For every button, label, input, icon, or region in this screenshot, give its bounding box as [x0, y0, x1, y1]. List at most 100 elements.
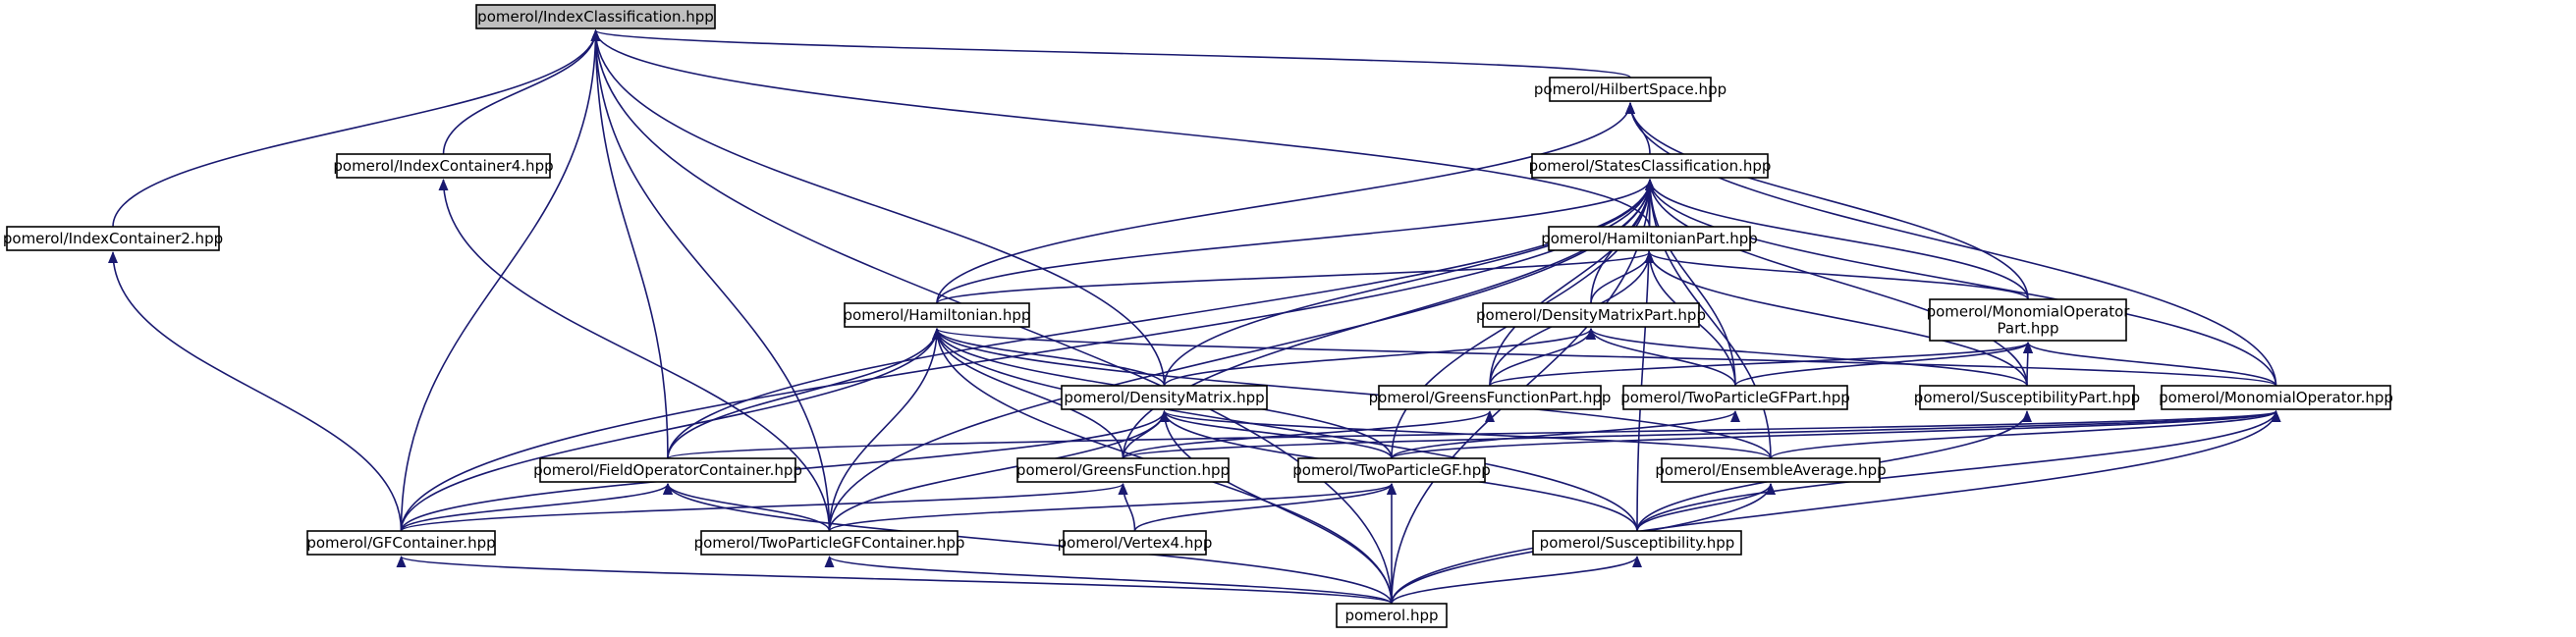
edge-GFContainer-to-IndexClassification	[400, 29, 601, 532]
node-box	[1919, 385, 2135, 410]
node-label: pomerol/IndexContainer4.hpp	[333, 157, 553, 175]
node-label: pomerol/HamiltonianPart.hpp	[1541, 230, 1758, 247]
node-box	[336, 153, 551, 179]
edge-Susceptibility-to-Hamiltonian	[932, 328, 1638, 532]
node-box	[2161, 385, 2391, 410]
edge-GFContainer-to-GreensFunction	[400, 483, 1128, 532]
node-label: pomerol/TwoParticleGFContainer.hpp	[694, 534, 965, 552]
node-DensityMatrix[interactable]: pomerol/DensityMatrix.hpp	[1061, 385, 1268, 410]
edge-DensityMatrix-to-StatesClassification	[1163, 179, 1655, 387]
edge-MonomialOperatorPart-to-StatesClassification	[1645, 179, 2029, 300]
node-MonomialOperator[interactable]: pomerol/MonomialOperator.hpp	[2159, 385, 2393, 410]
node-label: pomerol/GreensFunction.hpp	[1016, 461, 1230, 479]
node-DensityMatrixPart[interactable]: pomerol/DensityMatrixPart.hpp	[1476, 302, 1706, 328]
node-label: pomerol/GreensFunctionPart.hpp	[1369, 389, 1612, 406]
node-box	[1549, 77, 1712, 102]
node-label: pomerol/Susceptibility.hpp	[1540, 534, 1735, 552]
node-EnsembleAverage[interactable]: pomerol/EnsembleAverage.hpp	[1655, 457, 1887, 483]
edge-pomerol-to-GFContainer	[397, 556, 1393, 605]
node-IndexClassification[interactable]: pomerol/IndexClassification.hpp	[475, 4, 716, 29]
edge-TwoParticleGFContainer-to-Hamiltonian	[828, 328, 942, 532]
node-TwoParticleGFPart[interactable]: pomerol/TwoParticleGFPart.hpp	[1620, 385, 1850, 410]
edge-FieldOperatorContainer-to-IndexClassification	[590, 29, 669, 459]
node-GreensFunctionPart[interactable]: pomerol/GreensFunctionPart.hpp	[1369, 385, 1612, 410]
edge-MonomialOperatorPart-to-HilbertSpace	[1625, 102, 2029, 300]
node-box	[1929, 298, 2127, 342]
edge-GFContainer-to-Hamiltonian	[400, 328, 942, 532]
edge-pomerol-to-FieldOperatorContainer	[663, 483, 1393, 605]
node-TwoParticleGF[interactable]: pomerol/TwoParticleGF.hpp	[1292, 457, 1491, 483]
node-label: pomerol/Hamiltonian.hpp	[844, 306, 1031, 324]
edge-SusceptibilityPart-to-MonomialOperatorPart	[2022, 342, 2033, 387]
edge-TwoParticleGFContainer-to-IndexClassification	[590, 29, 831, 532]
node-TwoParticleGFContainer[interactable]: pomerol/TwoParticleGFContainer.hpp	[694, 530, 965, 556]
node-box	[1661, 457, 1881, 483]
edge-Vertex4-to-GreensFunction	[1118, 483, 1136, 532]
edge-TwoParticleGF-to-TwoParticleGFPart	[1391, 410, 1740, 459]
node-IndexContainer4[interactable]: pomerol/IndexContainer4.hpp	[333, 153, 554, 179]
edge-MonomialOperatorPart-to-HamiltonianPart	[1644, 251, 2029, 300]
edge-DensityMatrix-to-Hamiltonian	[932, 328, 1166, 387]
node-label: pomerol/MonomialOperator.hpp	[2159, 389, 2393, 406]
node-box	[1061, 385, 1268, 410]
edge-Hamiltonian-to-HilbertSpace	[936, 102, 1635, 304]
node-GFContainer[interactable]: pomerol/GFContainer.hpp	[306, 530, 496, 556]
node-SusceptibilityPart[interactable]: pomerol/SusceptibilityPart.hpp	[1914, 385, 2140, 410]
edge-FieldOperatorContainer-to-Hamiltonian	[667, 328, 942, 459]
node-box	[1378, 385, 1602, 410]
edge-TwoParticleGFContainer-to-TwoParticleGF	[828, 483, 1397, 532]
node-label: pomerol/IndexContainer2.hpp	[3, 230, 223, 247]
node-HilbertSpace[interactable]: pomerol/HilbertSpace.hpp	[1534, 77, 1726, 102]
node-Hamiltonian[interactable]: pomerol/Hamiltonian.hpp	[844, 302, 1031, 328]
node-pomerol[interactable]: pomerol.hpp	[1336, 603, 1448, 628]
edge-TwoParticleGFContainer-to-DensityMatrix	[828, 410, 1170, 532]
edge-GreensFunction-to-GreensFunctionPart	[1122, 410, 1495, 459]
edge-Hamiltonian-to-HamiltonianPart	[936, 251, 1655, 304]
edge-EnsembleAverage-to-Hamiltonian	[932, 328, 1772, 459]
node-Vertex4[interactable]: pomerol/Vertex4.hpp	[1058, 530, 1213, 556]
node-Susceptibility[interactable]: pomerol/Susceptibility.hpp	[1532, 530, 1742, 556]
edge-GreensFunction-to-Hamiltonian	[932, 328, 1124, 459]
node-IndexContainer2[interactable]: pomerol/IndexContainer2.hpp	[3, 226, 223, 251]
node-label: pomerol/HilbertSpace.hpp	[1534, 80, 1726, 98]
node-GreensFunction[interactable]: pomerol/GreensFunction.hpp	[1016, 457, 1230, 483]
node-label: pomerol/IndexClassification.hpp	[477, 8, 714, 26]
node-box	[1016, 457, 1230, 483]
edge-IndexContainer2-to-IndexClassification	[112, 29, 601, 228]
edge-TwoParticleGFPart-to-DensityMatrixPart	[1586, 328, 1736, 387]
edge-SusceptibilityPart-to-HamiltonianPart	[1644, 251, 2028, 387]
edge-pomerol-to-TwoParticleGFContainer	[824, 556, 1393, 605]
node-box	[475, 4, 716, 29]
node-box	[700, 530, 959, 556]
node-box	[1063, 530, 1207, 556]
edge-GFContainer-to-IndexContainer2	[108, 251, 403, 532]
node-FieldOperatorContainer[interactable]: pomerol/FieldOperatorContainer.hpp	[533, 457, 802, 483]
edge-MonomialOperator-to-StatesClassification	[1645, 179, 2277, 387]
edge-EnsembleAverage-to-MonomialOperator	[1770, 410, 2281, 459]
node-HamiltonianPart[interactable]: pomerol/HamiltonianPart.hpp	[1541, 226, 1758, 251]
edge-Vertex4-to-TwoParticleGF	[1133, 483, 1397, 532]
node-label: pomerol/DensityMatrixPart.hpp	[1476, 306, 1706, 324]
edge-EnsembleAverage-to-StatesClassification	[1645, 179, 1772, 459]
nodes-layer: pomerol/IndexClassification.hpp pomerol/H…	[3, 4, 2393, 628]
edge-MonomialOperator-to-HilbertSpace	[1625, 102, 2277, 387]
node-label: pomerol/DensityMatrix.hpp	[1064, 389, 1264, 406]
edge-GreensFunctionPart-to-DensityMatrixPart	[1489, 328, 1596, 387]
edge-MonomialOperator-to-MonomialOperatorPart	[2023, 342, 2277, 387]
edge-GreensFunctionPart-to-StatesClassification	[1489, 179, 1655, 387]
node-StatesClassification[interactable]: pomerol/StatesClassification.hpp	[1529, 153, 1772, 179]
edge-DensityMatrix-to-IndexClassification	[590, 29, 1166, 387]
edge-TwoParticleGF-to-MonomialOperator	[1391, 410, 2281, 459]
node-box	[1532, 530, 1742, 556]
node-label: pomerol/EnsembleAverage.hpp	[1655, 461, 1886, 479]
edge-Hamiltonian-to-StatesClassification	[936, 179, 1655, 304]
edge-GreensFunction-to-MonomialOperator	[1122, 410, 2280, 459]
edge-pomerol-to-DensityMatrix	[1159, 410, 1393, 605]
edges-layer	[108, 29, 2281, 605]
node-label: pomerol/MonomialOperator	[1927, 303, 2131, 321]
node-box	[1548, 226, 1751, 251]
node-box	[1297, 457, 1486, 483]
node-label: pomerol/Vertex4.hpp	[1058, 534, 1213, 552]
